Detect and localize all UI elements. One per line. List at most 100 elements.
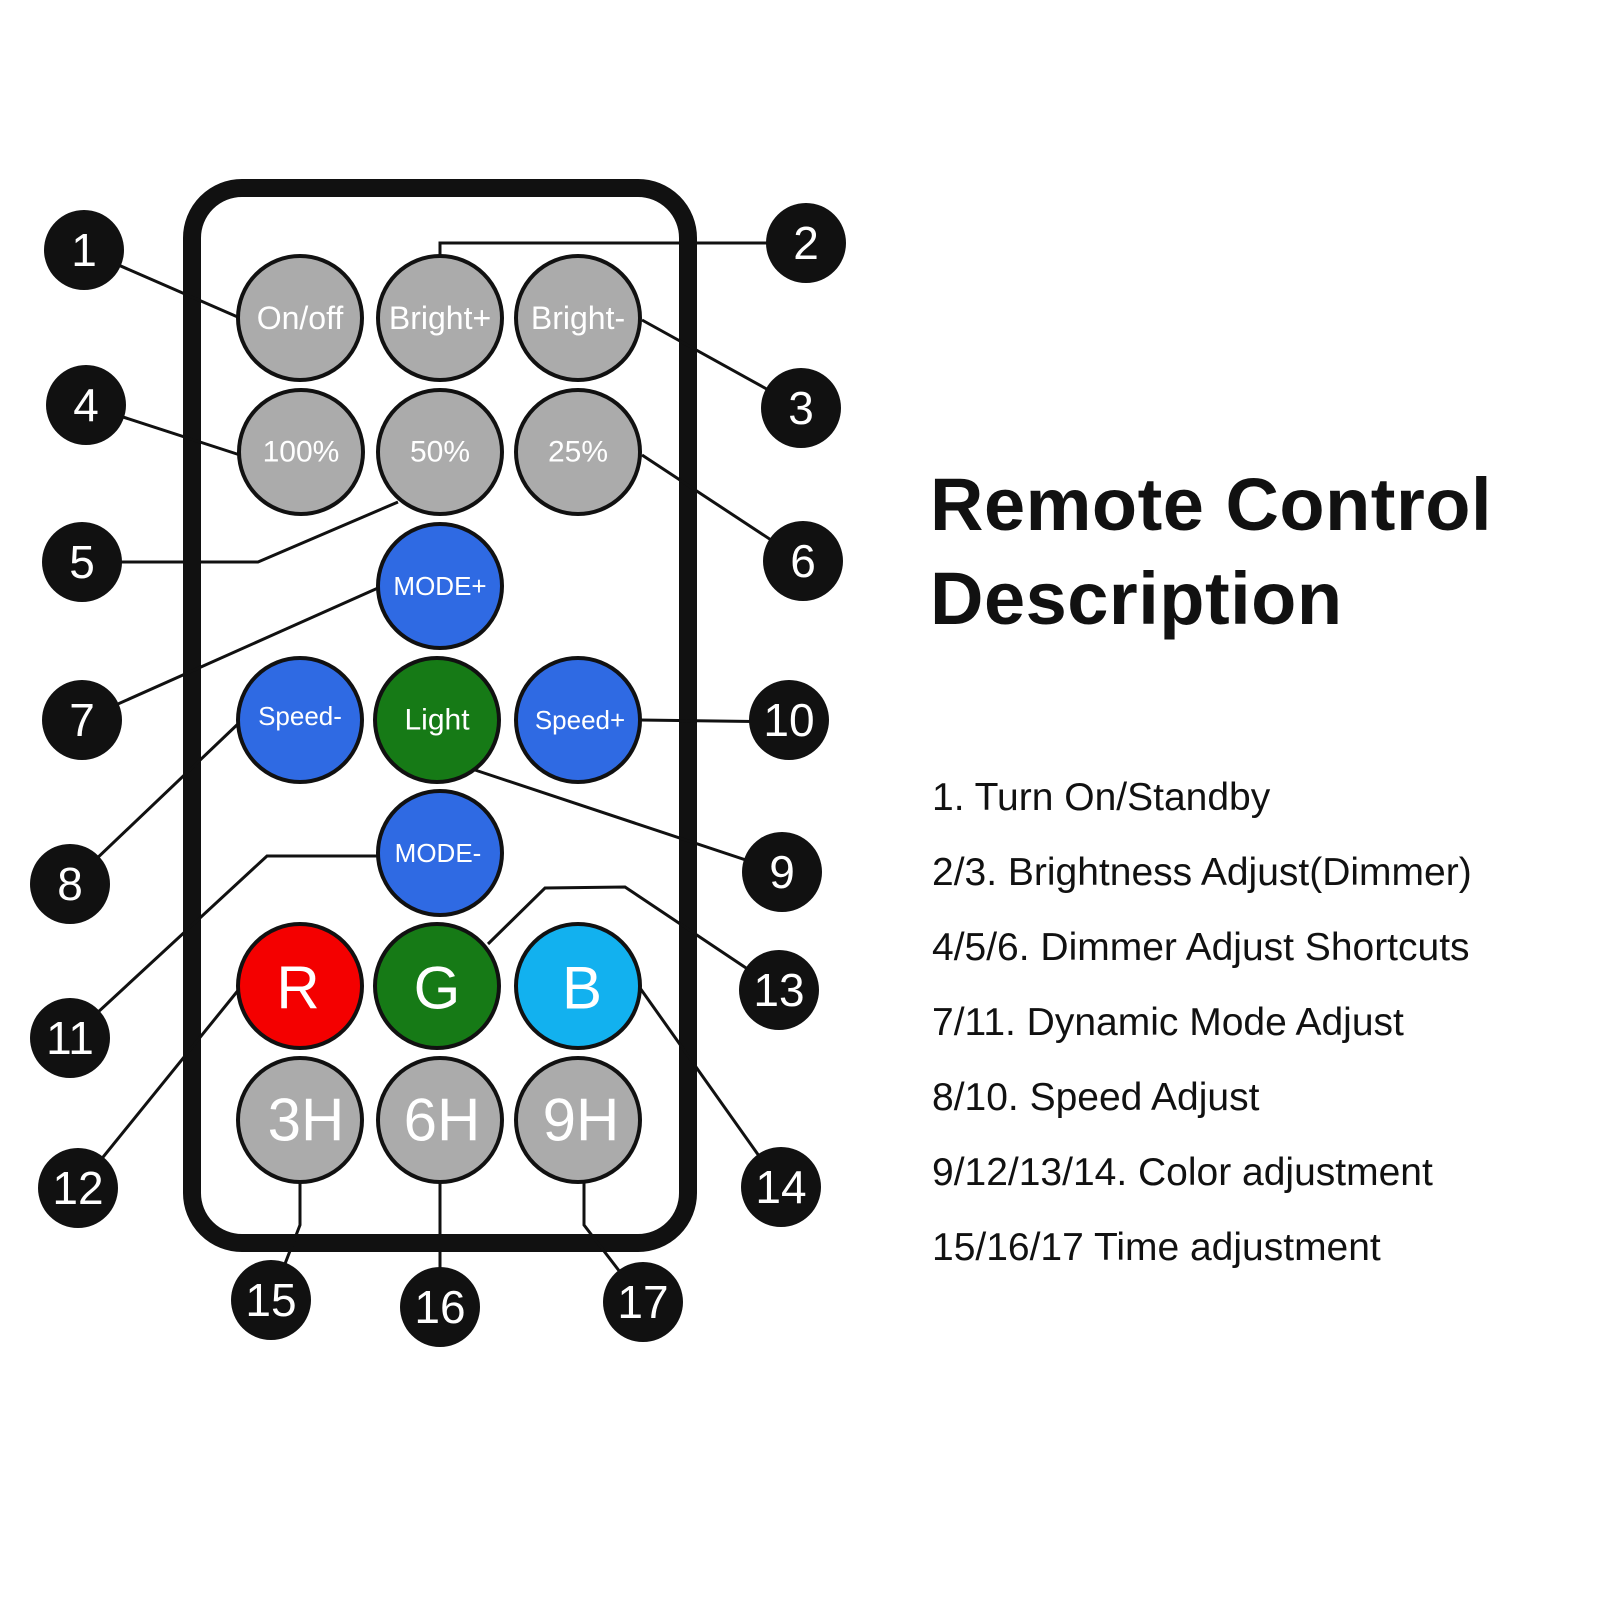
button-label: 9H xyxy=(543,1087,620,1154)
mode-minus-button[interactable]: MODE- xyxy=(376,789,504,917)
callout-number: 6 xyxy=(790,535,816,587)
leader-line-2 xyxy=(438,241,806,258)
remote-buttons: On/off Bright+ Bright- 100% 50% 25% MODE… xyxy=(236,254,642,1184)
callout-4: 4 xyxy=(46,365,126,445)
timer-6h-button[interactable]: 6H xyxy=(376,1056,504,1184)
blue-button[interactable]: B xyxy=(514,922,642,1050)
callout-8: 8 xyxy=(30,844,110,924)
button-face xyxy=(376,522,504,650)
red-button[interactable]: R xyxy=(236,922,364,1050)
timer-9h-button[interactable]: 9H xyxy=(514,1056,642,1184)
callout-number: 13 xyxy=(753,964,804,1016)
callout-11: 11 xyxy=(30,998,110,1078)
leader-line-5 xyxy=(82,500,399,564)
button-label: 50% xyxy=(410,436,470,469)
mode-plus-button[interactable]: MODE+ xyxy=(376,522,504,650)
button-label: Bright+ xyxy=(389,300,491,336)
callout-number: 2 xyxy=(793,217,819,269)
callout-number: 16 xyxy=(414,1281,465,1333)
callout-16: 16 xyxy=(400,1267,480,1347)
callout-12: 12 xyxy=(38,1148,118,1228)
leader-line-14 xyxy=(638,987,783,1188)
button-face xyxy=(373,656,501,784)
callout-13: 13 xyxy=(739,950,819,1030)
leader-line-9 xyxy=(474,768,783,874)
button-face xyxy=(514,1056,642,1184)
description-item: 2/3. Brightness Adjust(Dimmer) xyxy=(932,851,1472,894)
callout-number: 4 xyxy=(73,379,99,431)
callout-number: 17 xyxy=(617,1276,668,1328)
button-label: Speed- xyxy=(258,701,342,731)
bright-plus-button[interactable]: Bright+ xyxy=(376,254,504,382)
button-face xyxy=(514,254,642,382)
description-item: 8/10. Speed Adjust xyxy=(932,1076,1260,1119)
callout-17: 17 xyxy=(603,1262,683,1342)
callout-number: 10 xyxy=(763,694,814,746)
button-face xyxy=(376,1056,504,1184)
button-label: G xyxy=(414,955,461,1022)
button-face xyxy=(237,388,365,516)
button-face xyxy=(514,922,642,1050)
brightness-100-button[interactable]: 100% xyxy=(237,388,365,516)
callout-number: 12 xyxy=(52,1162,103,1214)
callout-number: 11 xyxy=(46,1012,94,1064)
callout-1: 1 xyxy=(44,210,124,290)
button-label: MODE+ xyxy=(393,571,486,601)
callout-number: 9 xyxy=(769,846,795,898)
button-label: 6H xyxy=(404,1087,481,1154)
timer-3h-button[interactable]: 3H xyxy=(236,1056,364,1184)
button-face xyxy=(236,922,364,1050)
callout-number: 15 xyxy=(245,1274,296,1326)
light-button[interactable]: Light xyxy=(373,656,501,784)
brightness-25-button[interactable]: 25% xyxy=(514,388,642,516)
bright-minus-button[interactable]: Bright- xyxy=(514,254,642,382)
description-item: 9/12/13/14. Color adjustment xyxy=(932,1151,1433,1194)
on-off-button[interactable]: On/off xyxy=(236,254,364,382)
callout-14: 14 xyxy=(741,1147,821,1227)
button-label: R xyxy=(276,955,319,1022)
callout-number: 1 xyxy=(71,224,97,276)
description-item: 1. Turn On/Standby xyxy=(932,776,1271,819)
button-label: Bright- xyxy=(531,300,625,336)
callout-markers: 1 2 3 4 5 6 7 8 9 10 11 12 13 14 15 16 1… xyxy=(30,203,846,1347)
button-label: 100% xyxy=(263,436,340,469)
callout-9: 9 xyxy=(742,832,822,912)
button-face xyxy=(376,388,504,516)
button-label: 3H xyxy=(268,1087,345,1154)
callout-10: 10 xyxy=(749,680,829,760)
button-label: On/off xyxy=(257,300,344,336)
callout-number: 14 xyxy=(755,1161,806,1213)
description-item: 4/5/6. Dimmer Adjust Shortcuts xyxy=(932,926,1470,969)
button-face xyxy=(373,922,501,1050)
callout-2: 2 xyxy=(766,203,846,283)
button-face xyxy=(514,388,642,516)
button-face xyxy=(514,656,642,784)
callout-number: 3 xyxy=(788,382,814,434)
green-button[interactable]: G xyxy=(373,922,501,1050)
description-list: 1. Turn On/Standby 2/3. Brightness Adjus… xyxy=(932,770,1472,1295)
leader-line-13 xyxy=(486,885,780,992)
page-title: Remote Control Description xyxy=(930,458,1492,646)
speed-minus-button[interactable]: Speed- xyxy=(236,656,364,784)
brightness-50-button[interactable]: 50% xyxy=(376,388,504,516)
description-item: 15/16/17 Time adjustment xyxy=(932,1226,1381,1269)
description-item: 7/11. Dynamic Mode Adjust xyxy=(932,1001,1404,1044)
callout-15: 15 xyxy=(231,1260,311,1340)
button-label: 25% xyxy=(548,436,608,469)
callout-6: 6 xyxy=(763,521,843,601)
button-label: MODE- xyxy=(395,838,482,868)
callout-number: 7 xyxy=(69,694,95,746)
callout-3: 3 xyxy=(761,368,841,448)
button-face xyxy=(236,656,364,784)
callout-number: 8 xyxy=(57,858,83,910)
callout-7: 7 xyxy=(42,680,122,760)
button-label: Speed+ xyxy=(535,705,625,735)
title-line-2: Description xyxy=(930,557,1343,640)
button-face xyxy=(236,1056,364,1184)
button-label: B xyxy=(562,955,602,1022)
callout-number: 5 xyxy=(69,536,95,588)
speed-plus-button[interactable]: Speed+ xyxy=(514,656,642,784)
leader-line-12 xyxy=(76,987,242,1189)
title-line-1: Remote Control xyxy=(930,463,1492,546)
